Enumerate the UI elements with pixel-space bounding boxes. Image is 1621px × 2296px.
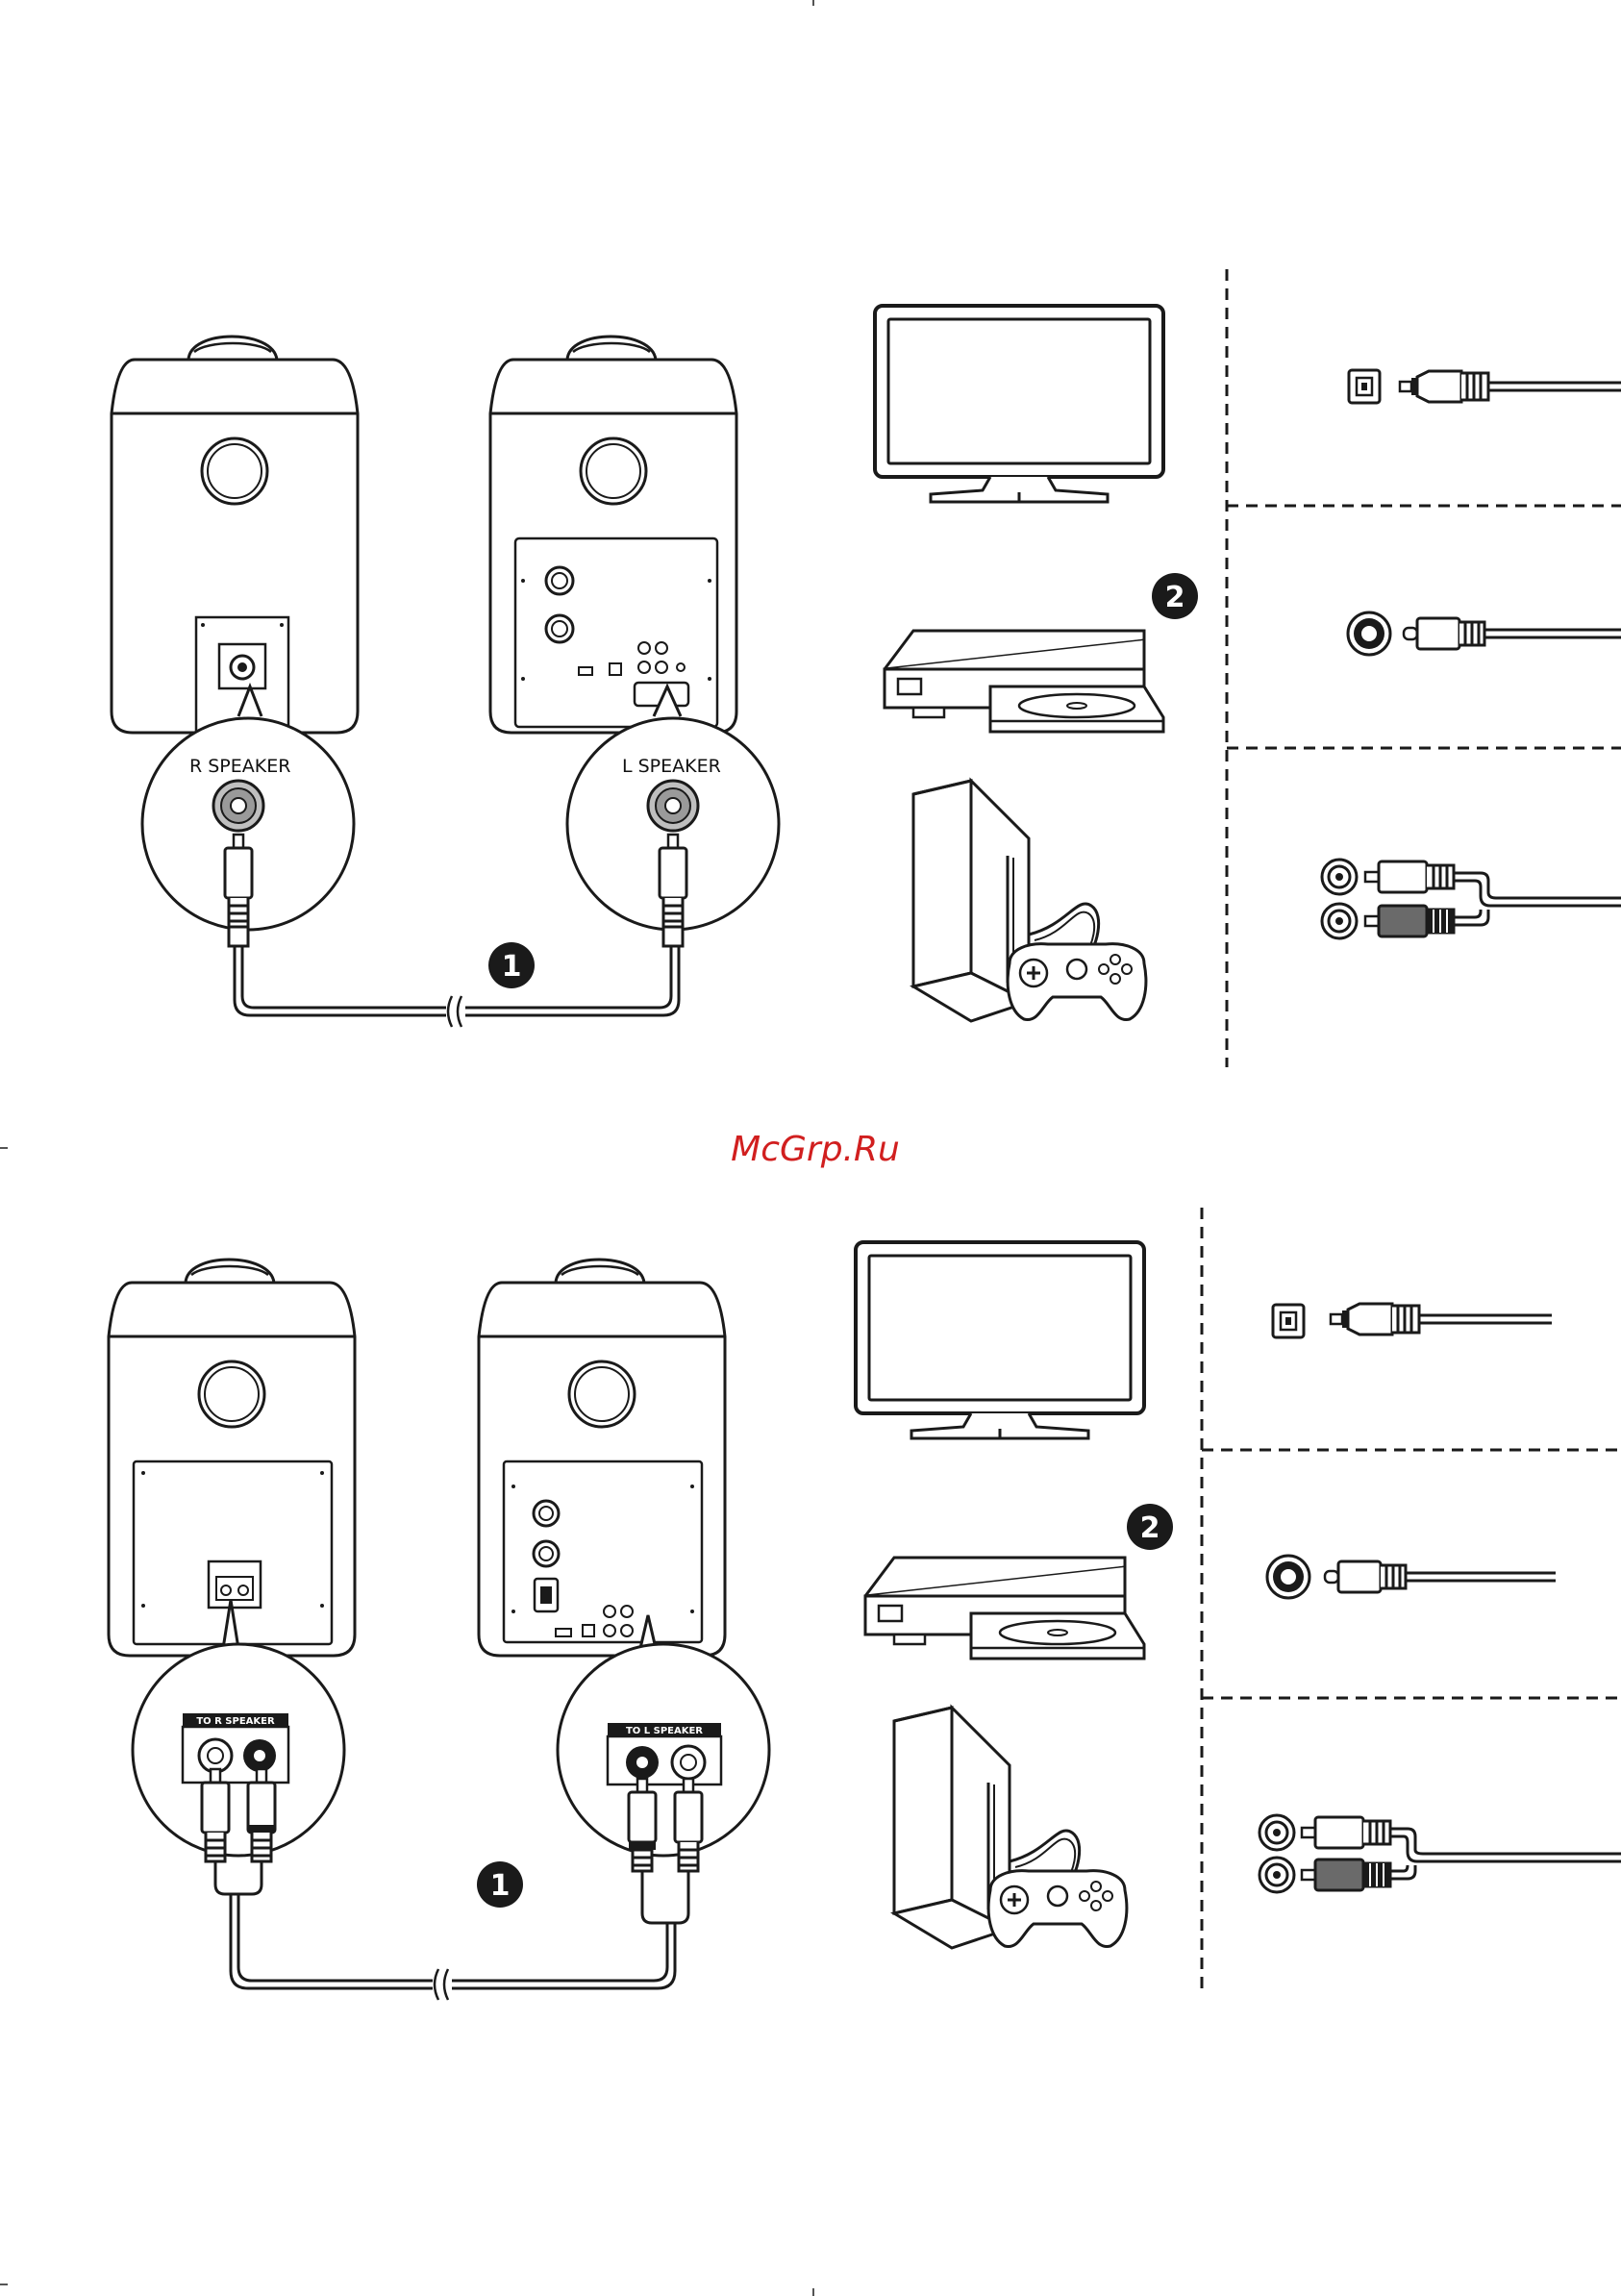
bottom-section: TO R SPEAKER TO L SPEAKER [109,1208,1621,2000]
rca-cable-icon-bottom [1259,1815,1621,1892]
svg-text:2: 2 [1165,581,1185,614]
optical-jack-icon-bottom [1273,1305,1304,1337]
left-speaker-rear [490,337,736,733]
coaxial-cable-icon-bottom [1325,1561,1556,1592]
game-console-icon-bottom [894,1708,1127,1948]
optical-cable-icon [1400,371,1621,402]
step-1-badge: 1 [488,942,535,988]
svg-text:1: 1 [502,950,522,984]
tv-icon [875,306,1163,502]
game-console-icon [913,781,1146,1021]
coaxial-jack-icon [1348,612,1390,655]
right-speaker-rear-bottom [109,1260,355,1656]
l-speaker-label: L SPEAKER [622,756,721,777]
coaxial-jack-icon-bottom [1267,1556,1309,1598]
svg-text:2: 2 [1140,1511,1160,1545]
right-speaker-rear [112,337,358,733]
tv-icon-bottom [856,1242,1144,1438]
crop-marks [0,0,813,2296]
rca-cable-icon [1322,860,1621,938]
r-speaker-label: R SPEAKER [189,756,290,777]
watermark-text: McGrp.Ru [731,1130,900,1169]
top-section: R SPEAKER L SPEAKER 1 [112,269,1621,1067]
coaxial-cable-icon [1404,618,1621,649]
dvd-player-icon-bottom [865,1558,1144,1659]
to-r-speaker-label: TO R SPEAKER [196,1716,275,1727]
left-speaker-rear-bottom [479,1260,725,1656]
step-2-badge-bottom: 2 [1127,1504,1173,1550]
step-2-badge: 2 [1152,573,1198,619]
optical-cable-icon-bottom [1331,1304,1552,1335]
to-l-speaker-label: TO L SPEAKER [626,1726,703,1736]
svg-text:1: 1 [490,1869,511,1903]
optical-jack-icon [1349,370,1380,403]
dvd-player-icon [885,631,1163,732]
step-1-badge-bottom: 1 [477,1861,523,1908]
